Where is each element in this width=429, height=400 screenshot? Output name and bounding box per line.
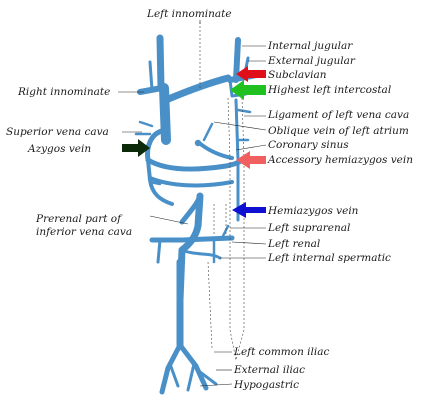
- lumbar-connection: [180, 248, 222, 260]
- label-subclavian: Subclavian: [268, 69, 327, 81]
- label-coronary-sinus: Coronary sinus: [268, 139, 349, 151]
- label-external-iliac: External iliac: [233, 364, 305, 376]
- label-azygos-vein: Azygos vein: [27, 143, 91, 155]
- leader-lines: [118, 20, 267, 387]
- left-external-iliac: [198, 370, 218, 386]
- label-hypogastric: Hypogastric: [233, 379, 299, 391]
- left-suprarenal-vein: [220, 224, 230, 240]
- left-innominate-vein: [162, 74, 232, 104]
- right-common-iliac: [159, 342, 183, 395]
- label-internal-jugular: Internal jugular: [267, 40, 353, 52]
- transverse-azygos-connection: [145, 157, 245, 172]
- dashed-outlines: [199, 22, 245, 361]
- label-external-jugular: External jugular: [267, 55, 356, 67]
- azygos-arch: [145, 127, 169, 163]
- accessory-hemiazygos-branch: [236, 108, 252, 114]
- leader-hypogastric: [199, 383, 233, 387]
- left-internal-jugular: [233, 37, 241, 83]
- label-prerenal-line2: inferior vena cava: [36, 226, 132, 238]
- arrow-salmon-accessory-hemiazygos: [236, 151, 266, 169]
- label-left-internal-spermatic: Left internal spermatic: [267, 252, 391, 264]
- leader-left-renal: [231, 241, 267, 245]
- left-common-iliac-vein: [177, 342, 209, 391]
- azygos-branch-1: [138, 120, 154, 128]
- label-prerenal-line1: Prerenal part of: [35, 213, 123, 225]
- right-renal-branch: [156, 238, 162, 264]
- label-highest-left-intercostal: Highest left intercostal: [267, 84, 391, 96]
- label-accessory-hemiazygos-vein: Accessory hemiazygos vein: [267, 154, 413, 166]
- lower-transverse-connection: [148, 176, 234, 188]
- label-left-suprarenal: Left suprarenal: [267, 222, 350, 234]
- left-renal-vein: [179, 235, 235, 243]
- label-left-renal: Left renal: [267, 238, 320, 250]
- supracardinal-dashed: [207, 261, 213, 349]
- arrow-red-subclavian: [236, 66, 266, 82]
- azygos-rib-branch: [148, 180, 162, 186]
- arrow-green-intercostal: [230, 80, 266, 100]
- leader-oblique-vein: [213, 121, 267, 131]
- label-oblique-vein-left-atrium: Oblique vein of left atrium: [268, 125, 409, 137]
- leader-coronary-sinus: [235, 144, 267, 151]
- arrows: [122, 66, 266, 218]
- label-superior-vena-cava: Superior vena cava: [6, 126, 109, 138]
- oblique-vein-left-atrium: [202, 122, 214, 142]
- right-internal-jugular: [156, 34, 165, 92]
- ivc-upper-curve: [179, 193, 203, 225]
- arrow-black-azygos: [122, 139, 150, 157]
- label-right-innominate: Right innominate: [17, 86, 110, 98]
- arrow-blue-hemiazygos: [232, 202, 266, 218]
- labels: Left innominate Internal jugular Externa…: [6, 8, 413, 391]
- right-hypogastric: [168, 362, 180, 388]
- azygos-descending: [146, 158, 174, 206]
- label-left-innominate: Left innominate: [146, 8, 232, 20]
- label-hemiazygos-vein: Hemiazygos vein: [267, 205, 359, 217]
- leader-prerenal: [149, 215, 189, 225]
- left-vena-cava-outline: [227, 97, 237, 361]
- right-external-jugular: [148, 60, 154, 92]
- label-ligament-left-vena-cava: Ligament of left vena cava: [267, 109, 409, 121]
- label-left-common-iliac: Left common iliac: [233, 346, 330, 358]
- coronary-sinus-ostium: [194, 139, 202, 147]
- left-hypogastric: [186, 362, 196, 392]
- coronary-sinus-vessel: [196, 140, 234, 160]
